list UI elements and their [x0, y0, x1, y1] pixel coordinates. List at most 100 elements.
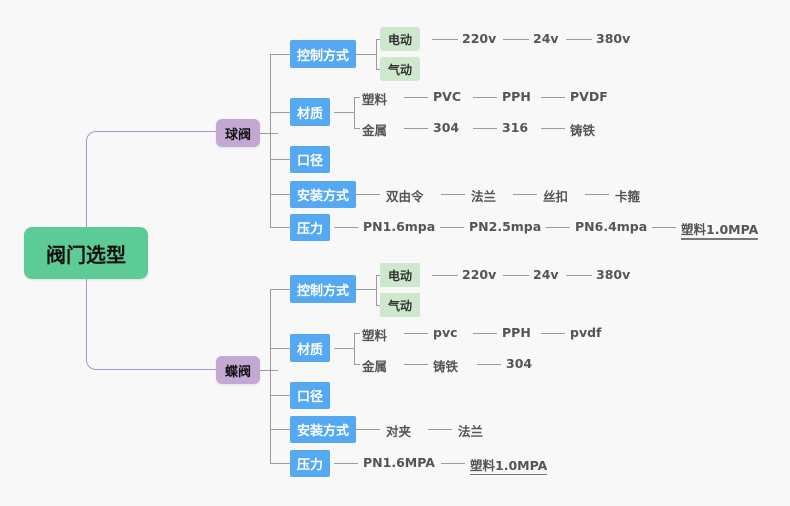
root-connector-upper [86, 131, 216, 253]
sub-trunk-ball-control [376, 39, 377, 69]
leaf-line [404, 364, 428, 365]
leaf-line [334, 463, 358, 464]
leaf-ball-install-union: 双由令 [386, 189, 424, 204]
subnode-ball-electric[interactable]: 电动 [380, 27, 421, 51]
sub-trunk-ball-material [354, 97, 355, 128]
subnode-ball-pneumatic[interactable]: 气动 [380, 57, 421, 81]
leaf-line [541, 97, 565, 98]
subnode-label: 气动 [388, 62, 413, 77]
subnode-bf-pneumatic[interactable]: 气动 [380, 293, 421, 317]
sub-stem-bf-material [334, 348, 354, 349]
leaf-line [356, 429, 380, 430]
subnode-label: 电动 [388, 32, 413, 47]
leaf-ball-pressure-pn16: PN1.6mpa [363, 219, 436, 234]
sub-branch-bf-electric [376, 275, 380, 276]
topic-node-ball-pressure[interactable]: 压力 [290, 214, 331, 241]
leaf-line [541, 128, 565, 129]
leaf-line [566, 39, 592, 40]
leaf-line [441, 194, 465, 195]
subnode-label: 电动 [388, 268, 413, 283]
topic-node-bf-material[interactable]: 材质 [290, 334, 331, 362]
leaf-line [585, 194, 609, 195]
topic-stem-bf-control [270, 289, 290, 290]
leaf-line [334, 227, 358, 228]
leaf-line [441, 463, 465, 464]
topic-stem-ball-material [270, 112, 290, 113]
subnode-label: 气动 [388, 298, 413, 313]
leaf-bf-plastic-pvdf: pvdf [570, 325, 602, 340]
leaf-bf-install-flange: 法兰 [458, 424, 484, 439]
topic-stem-corner-bf-pressure [270, 456, 271, 463]
branch-trunk-ball [270, 60, 271, 224]
branch-label: 蝶阀 [224, 364, 251, 380]
leaf-line [546, 227, 570, 228]
leaf-line [652, 227, 676, 228]
topic-label: 口径 [297, 390, 324, 405]
topic-stem-bf-caliber [270, 395, 290, 396]
sub-branch-ball-electric [376, 39, 380, 40]
leaf-line [503, 275, 529, 276]
leaf-line [473, 97, 497, 98]
topic-node-ball-caliber[interactable]: 口径 [290, 146, 331, 173]
sub-stem-ball-control [356, 54, 376, 55]
topic-stem-corner-ball-pressure [270, 220, 271, 227]
leaf-ball-voltage-380v: 380v [596, 31, 631, 46]
topic-label: 安装方式 [297, 189, 350, 204]
leaf-bf-pressure-plastic: 塑料1.0MPA [470, 455, 548, 475]
topic-node-ball-control-method[interactable]: 控制方式 [290, 40, 357, 68]
topic-stem-ball-install [270, 194, 290, 195]
leaf-bf-metal-castiron: 铸铁 [433, 359, 459, 374]
leaf-ball-pressure-pn25: PN2.5mpa [469, 219, 542, 234]
leaf-line [428, 429, 452, 430]
sub-stem-bf-control [356, 289, 376, 290]
branch-trunk-butterfly [270, 295, 271, 463]
leaf-bf-voltage-24v: 24v [533, 267, 559, 282]
topic-label: 压力 [297, 458, 324, 473]
topic-node-ball-installation[interactable]: 安装方式 [290, 181, 357, 208]
leaf-ball-metal-316: 316 [502, 120, 529, 135]
leaf-ball-metal-castiron: 铸铁 [570, 123, 596, 138]
subnode-bf-metal: 金属 [362, 359, 388, 374]
leaf-ball-pressure-pn64: PN6.4mpa [575, 219, 648, 234]
topic-node-bf-control-method[interactable]: 控制方式 [290, 275, 357, 303]
sub-branch-ball-plastic [354, 97, 360, 98]
leaf-bf-plastic-pvc: pvc [433, 325, 458, 340]
leaf-bf-install-wafer: 对夹 [386, 424, 412, 439]
sub-branch-bf-plastic [354, 333, 360, 334]
topic-node-ball-material[interactable]: 材质 [290, 98, 331, 126]
leaf-line [473, 128, 497, 129]
topic-label: 控制方式 [297, 283, 350, 299]
leaf-line [440, 227, 464, 228]
leaf-ball-voltage-24v: 24v [533, 31, 559, 46]
leaf-line [477, 364, 501, 365]
subnode-ball-plastic: 塑料 [362, 92, 388, 107]
topic-stem-corner-ball-control [270, 54, 271, 60]
leaf-ball-plastic-pvdf: PVDF [570, 89, 608, 104]
leaf-ball-install-clamp: 卡箍 [615, 189, 641, 204]
sub-branch-ball-pneumatic [376, 69, 380, 70]
root-connector-lower [86, 253, 216, 370]
leaf-ball-metal-304: 304 [433, 120, 460, 135]
leaf-line [404, 97, 428, 98]
topic-node-bf-pressure[interactable]: 压力 [290, 450, 331, 477]
topic-node-bf-installation[interactable]: 安装方式 [290, 416, 357, 443]
subnode-bf-electric[interactable]: 电动 [380, 263, 421, 287]
root-node[interactable]: 阀门选型 [24, 227, 148, 279]
branch-node-ball-valve[interactable]: 球阀 [216, 119, 260, 147]
topic-node-bf-caliber[interactable]: 口径 [290, 382, 331, 409]
sub-branch-ball-metal [354, 128, 360, 129]
leaf-line [541, 333, 565, 334]
leaf-bf-voltage-380v: 380v [596, 267, 631, 282]
leaf-ball-voltage-220v: 220v [462, 31, 497, 46]
branch-label: 球阀 [224, 127, 251, 143]
topic-label: 口径 [297, 154, 324, 169]
topic-label: 材质 [297, 106, 324, 122]
topic-stem-bf-material [270, 348, 290, 349]
sub-stem-ball-material [334, 112, 354, 113]
root-label: 阀门选型 [46, 242, 126, 267]
subnode-ball-metal: 金属 [362, 123, 388, 138]
branch-node-butterfly-valve[interactable]: 蝶阀 [216, 356, 260, 384]
sub-branch-bf-metal [354, 364, 360, 365]
topic-stem-bf-install [270, 429, 290, 430]
